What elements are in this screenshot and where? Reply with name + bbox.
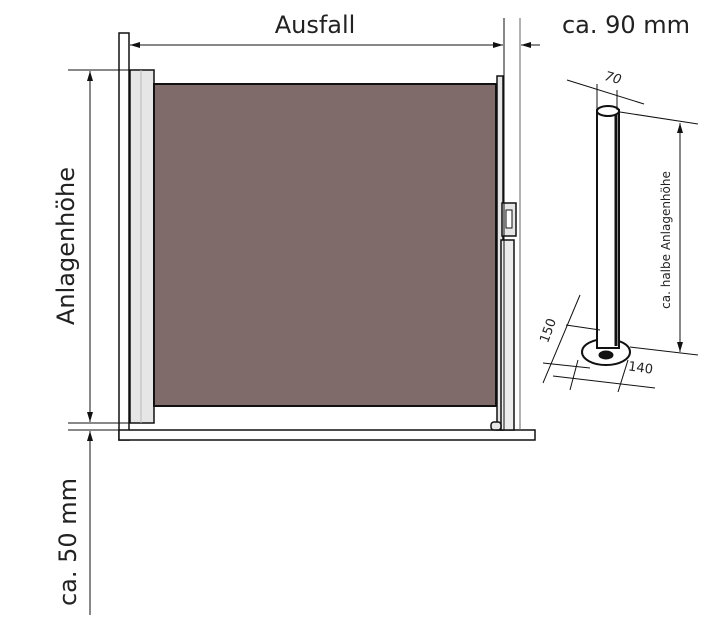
cassette (129, 69, 155, 424)
width-label: Ausfall (275, 11, 356, 39)
front-view (118, 32, 536, 441)
support-tube (500, 239, 515, 431)
base-depth-label: 150 (537, 317, 560, 345)
height-label: Anlagenhöhe (52, 167, 80, 325)
post-width-label: 70 (603, 69, 623, 88)
post-detail (542, 79, 699, 393)
fabric-panel (153, 83, 497, 407)
wall-post (118, 32, 130, 441)
base-width-label: 140 (627, 359, 654, 377)
floor-base (118, 429, 536, 441)
post-height-label: ca. halbe Anlagenhöhe (659, 171, 673, 309)
side-clearance-label: ca. 90 mm (562, 11, 690, 39)
floor-clearance-label: ca. 50 mm (54, 478, 82, 606)
